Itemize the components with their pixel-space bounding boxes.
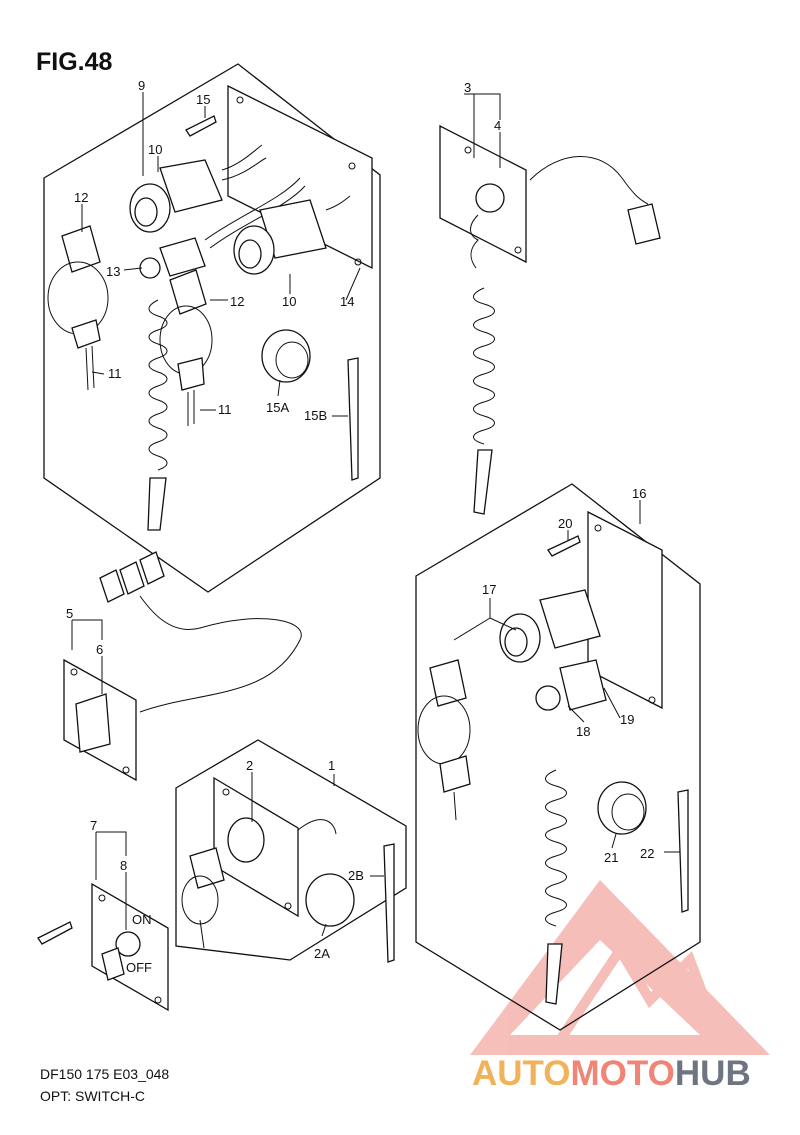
watermark-part-auto: AUTO	[472, 1054, 571, 1093]
seal-cap-15a	[261, 329, 311, 383]
callout-20: 20	[558, 516, 572, 531]
group-7-assembly: ON OFF	[37, 882, 169, 1012]
callout-6: 6	[96, 642, 103, 657]
callout-17: 17	[482, 582, 496, 597]
callout-21: 21	[604, 850, 618, 865]
lanyard-coil-group16	[545, 769, 567, 927]
figure-code: DF150 175 E03_048	[40, 1066, 170, 1082]
callout-12-right: 12	[230, 294, 244, 309]
callout-14: 14	[340, 294, 354, 309]
callout-12-left: 12	[74, 190, 88, 205]
lanyard-coil-right	[473, 287, 495, 445]
figure-title: FIG.48	[36, 48, 113, 76]
callout-7: 7	[90, 818, 97, 833]
lanyard-coil-left	[148, 299, 168, 471]
figure-caption: OPT: SWITCH-C	[40, 1088, 145, 1104]
group-5-assembly	[63, 551, 302, 782]
callout-2: 2	[246, 758, 253, 773]
switch-off-label: OFF	[126, 960, 152, 975]
callout-11-left: 11	[108, 366, 122, 381]
callout-4: 4	[494, 118, 501, 133]
cable-tie-15b	[347, 357, 359, 481]
stop-switch	[139, 237, 206, 279]
callout-5: 5	[66, 606, 73, 621]
callout-3: 3	[464, 80, 471, 95]
callout-10-lower: 10	[282, 294, 296, 309]
screw-15-icon	[185, 115, 217, 137]
callout-19: 19	[620, 712, 634, 727]
callout-1: 1	[328, 758, 335, 773]
group-9-panel	[43, 63, 381, 593]
ignition-switch-upper	[129, 144, 306, 249]
watermark-logo	[470, 880, 770, 1055]
group-1-panel	[175, 739, 407, 963]
callout-16: 16	[632, 486, 646, 501]
callout-labels: 9 15 10 12 13 12 10 14 11 11 15A 15B 3 4…	[66, 78, 654, 961]
watermark-part-hub: HUB	[674, 1054, 751, 1093]
ignition-switch-lower	[233, 195, 351, 275]
callout-11-right: 11	[218, 402, 232, 417]
callout-15b: 15B	[304, 408, 327, 423]
callout-22: 22	[640, 846, 654, 861]
callout-15: 15	[196, 92, 210, 107]
leader-lines	[71, 92, 680, 937]
group-3-assembly	[439, 124, 661, 515]
group-16-panel	[415, 483, 701, 1031]
callout-2b: 2B	[348, 868, 364, 883]
watermark-text: AUTOMOTOHUB	[472, 1054, 751, 1094]
callout-9: 9	[138, 78, 145, 93]
switch-on-label: ON	[132, 912, 152, 927]
callout-8: 8	[120, 858, 127, 873]
callout-15a: 15A	[266, 400, 289, 415]
callout-2a: 2A	[314, 946, 330, 961]
callout-18: 18	[576, 724, 590, 739]
key-set-left	[47, 225, 109, 391]
key-set-right	[159, 269, 213, 426]
watermark-part-moto: MOTO	[570, 1054, 675, 1093]
callout-13: 13	[106, 264, 120, 279]
callout-10-upper: 10	[148, 142, 162, 157]
